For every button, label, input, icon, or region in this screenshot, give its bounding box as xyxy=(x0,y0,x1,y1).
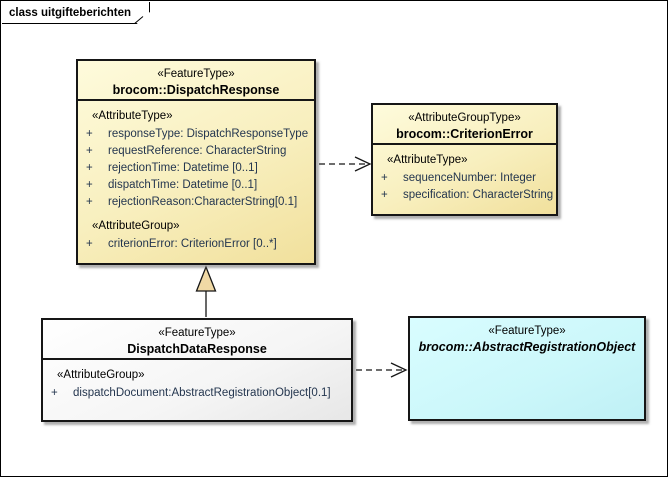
class-dispatch-data-response[interactable]: «FeatureType» DispatchDataResponse «Attr… xyxy=(41,318,353,422)
class-criterion-error[interactable]: «AttributeGroupType» brocom::CriterionEr… xyxy=(371,103,558,216)
visibility-marker: + xyxy=(51,387,58,399)
attribute-text: criterionError: CriterionError [0..*] xyxy=(108,238,277,250)
visibility-marker: + xyxy=(86,238,93,250)
visibility-marker: + xyxy=(86,196,93,208)
class-name: brocom::DispatchResponse xyxy=(112,83,280,97)
visibility-marker: + xyxy=(86,128,93,140)
attributes-compartment: «AttributeGroup» + dispatchDocument:Abst… xyxy=(43,358,351,420)
class-dispatch-response[interactable]: «FeatureType» brocom::DispatchResponse «… xyxy=(76,59,316,265)
visibility-marker: + xyxy=(86,179,93,191)
section-heading: «AttributeGroup» xyxy=(92,220,180,232)
class-header: «FeatureType» brocom::DispatchResponse xyxy=(78,61,314,99)
attribute-row: + dispatchTime: Datetime [0..1] xyxy=(84,177,310,194)
visibility-marker: + xyxy=(86,145,93,157)
section-gap xyxy=(84,211,310,218)
stereotype-label: «AttributeGroupType» xyxy=(408,112,521,124)
dependency-dispatchresponse-criterionerror[interactable] xyxy=(319,156,372,172)
attribute-row: + rejectionReason:CharacterString[0.1] xyxy=(84,194,310,211)
attribute-row: + sequenceNumber: Integer xyxy=(379,170,552,187)
class-name: DispatchDataResponse xyxy=(127,342,267,356)
section-heading: «AttributeType» xyxy=(92,110,173,122)
attribute-row: + specification: CharacterString xyxy=(379,187,554,204)
visibility-marker: + xyxy=(381,189,388,201)
attribute-text: responseType: DispatchResponseType xyxy=(108,128,309,140)
attribute-text: dispatchTime: Datetime [0..1] xyxy=(108,179,258,191)
class-name: brocom::AbstractRegistrationObject xyxy=(418,340,636,354)
attributes-compartment: «AttributeType» + responseType: Dispatch… xyxy=(78,99,314,263)
attribute-text: requestReference: CharacterString xyxy=(108,145,287,157)
class-header: «AttributeGroupType» brocom::CriterionEr… xyxy=(373,105,556,143)
attributes-compartment: «AttributeType» + sequenceNumber: Intege… xyxy=(373,143,556,214)
attribute-text: rejectionReason:CharacterString[0.1] xyxy=(108,196,298,208)
section-heading: «AttributeGroup» xyxy=(57,369,145,381)
attribute-text: dispatchDocument:AbstractRegistrationObj… xyxy=(73,387,331,399)
stereotype-label: «FeatureType» xyxy=(158,327,236,339)
section-heading: «AttributeType» xyxy=(387,154,468,166)
visibility-marker: + xyxy=(86,162,93,174)
class-name: brocom::CriterionError xyxy=(396,127,533,141)
attribute-text: rejectionTime: Datetime [0..1] xyxy=(108,162,258,174)
attribute-row: + responseType: DispatchResponseType xyxy=(84,126,310,143)
diagram-title: class uitgifteberichten xyxy=(9,6,132,19)
generalization-dispatchdataresponse-dispatchresponse[interactable] xyxy=(195,265,217,317)
visibility-marker: + xyxy=(381,172,388,184)
stereotype-label: «FeatureType» xyxy=(157,68,235,80)
dependency-dispatchdataresponse-abstractregistrationobject[interactable] xyxy=(356,362,408,378)
attribute-text: specification: CharacterString xyxy=(403,189,554,201)
class-header: «FeatureType» DispatchDataResponse xyxy=(43,320,351,358)
attribute-row: + dispatchDocument:AbstractRegistrationO… xyxy=(49,385,347,402)
attribute-text: sequenceNumber: Integer xyxy=(403,172,536,184)
attribute-row: + requestReference: CharacterString xyxy=(84,143,310,160)
attribute-row: + rejectionTime: Datetime [0..1] xyxy=(84,160,310,177)
diagram-frame-label: class uitgifteberichten xyxy=(2,2,150,24)
class-header: «FeatureType» brocom::AbstractRegistrati… xyxy=(410,318,644,356)
class-abstract-registration-object[interactable]: «FeatureType» brocom::AbstractRegistrati… xyxy=(408,316,646,421)
attribute-row: + criterionError: CriterionError [0..*] xyxy=(84,236,310,253)
stereotype-label: «FeatureType» xyxy=(488,325,566,337)
